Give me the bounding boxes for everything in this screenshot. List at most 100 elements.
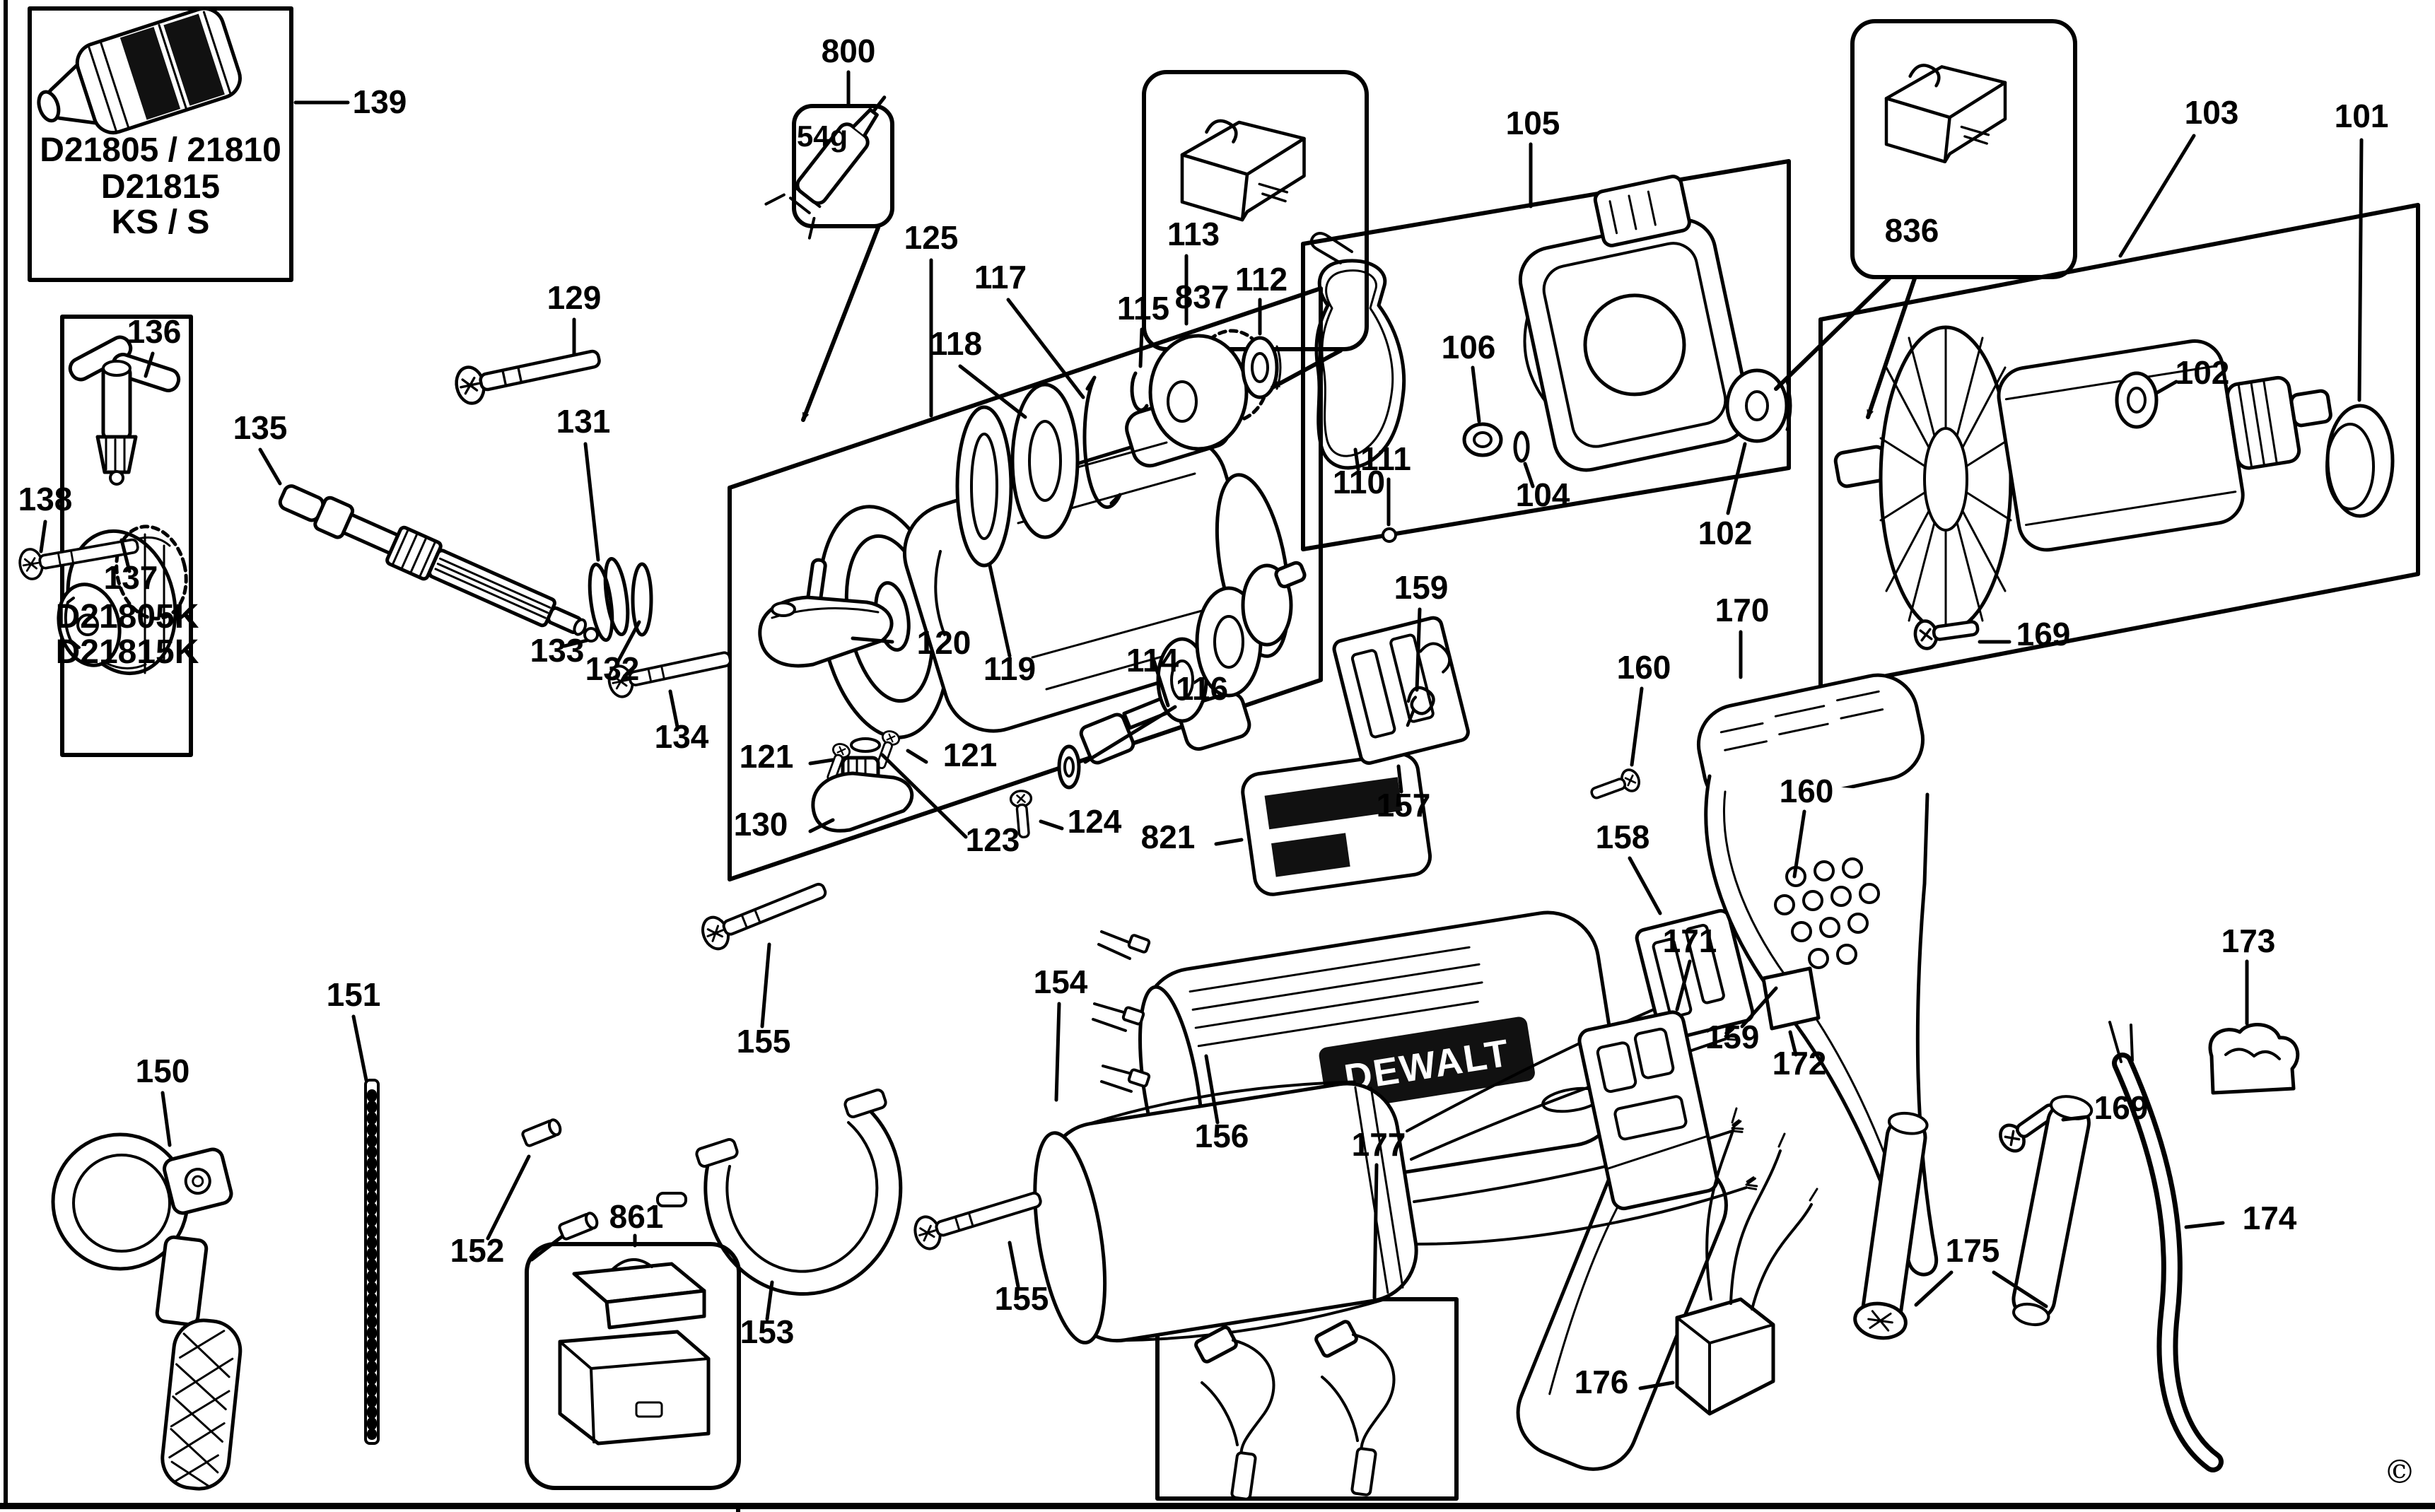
leader-114-0 [1149, 650, 1170, 708]
callout-172: 172 [1773, 1045, 1827, 1082]
leader-156-0 [1204, 1054, 1220, 1125]
arrow-800-0 [801, 225, 880, 422]
leader-158-0 [1628, 856, 1662, 915]
leader-121-0 [808, 758, 835, 766]
ball-111 [1382, 527, 1397, 543]
housing-terminals [1092, 930, 1151, 1093]
keyed-chuck-drawing [57, 524, 188, 676]
leader-153-0 [765, 1280, 774, 1321]
callout-102: 102 [1698, 515, 1753, 551]
leader-106-0 [1471, 365, 1481, 423]
callout-160: 160 [1780, 773, 1834, 809]
grease-tube-drawing [764, 95, 887, 240]
leader-171-0 [1675, 959, 1692, 1012]
callout-158: 158 [1596, 819, 1650, 855]
callout-169: 169 [2094, 1089, 2149, 1126]
leader-130-0 [808, 818, 835, 833]
leader-116-0 [1083, 705, 1177, 764]
pin-152-a [520, 1116, 564, 1149]
callout-177: 177 [1352, 1126, 1406, 1163]
leader-176-0 [1638, 1381, 1675, 1390]
field-case-drawing [1518, 175, 1751, 472]
leader-132-0 [616, 620, 641, 664]
armature-box-103 [1818, 203, 2420, 691]
callout-160: 160 [1617, 649, 1671, 686]
washer-116 [1057, 744, 1081, 790]
callout-176: 176 [1575, 1364, 1629, 1400]
ring-101 [2325, 404, 2395, 518]
leader-110-0 [1353, 447, 1360, 471]
leader-124-0 [1039, 819, 1064, 831]
callout-136: 136 [127, 313, 182, 350]
callout-173: 173 [2221, 922, 2276, 959]
brush-lead-b [1314, 1320, 1396, 1496]
callout-155: 155 [995, 1280, 1049, 1317]
depth-rod-151 [364, 1079, 380, 1445]
callout-103: 103 [2185, 94, 2239, 131]
leader-134-0 [668, 689, 679, 729]
o-ring-104 [1513, 430, 1530, 463]
brush-box-836 [1850, 19, 2077, 279]
bearing-102-front [1725, 368, 1792, 443]
switch-176-drawing [1675, 1107, 1818, 1416]
circlip-117 [1082, 375, 1122, 509]
callout-170: 170 [1715, 592, 1770, 628]
callout-112: 112 [1235, 261, 1287, 298]
callout-125: 125 [904, 219, 959, 256]
bearing-118 [1010, 382, 1080, 539]
armature-drawing [1833, 325, 2332, 633]
callout-113: 113 [1167, 216, 1220, 252]
brush-holder-sketch-836 [1886, 65, 2005, 161]
callout-134: 134 [655, 718, 709, 755]
kitbox-box-861 [525, 1242, 741, 1490]
figure-boxes [28, 6, 2420, 1501]
felt-ring-119 [955, 405, 1013, 568]
leader-138-0 [39, 520, 47, 553]
spring-washers-131 [588, 556, 630, 643]
cord-guard-175-a [1853, 1111, 1929, 1340]
leader-169-0 [2061, 1115, 2089, 1122]
callout-D21805 / 21810: D21805 / 21810 [40, 131, 281, 169]
callout-137: 137 [104, 559, 158, 596]
chuck-key-drawing [68, 335, 181, 486]
chuck-variant-box [28, 6, 293, 282]
leader-159-0 [1415, 607, 1422, 692]
callout-129: 129 [547, 279, 602, 316]
gear-113 [1148, 329, 1271, 451]
screw-155-top [696, 872, 832, 954]
callout-132: 132 [585, 650, 640, 687]
leader-104-0 [1523, 462, 1535, 488]
callout-D21815K: D21815K [56, 633, 199, 671]
callout-D21815: D21815 [101, 168, 220, 206]
leader-174-0 [2184, 1221, 2225, 1229]
callout-KS / S: KS / S [112, 204, 210, 241]
circlip-115 [1130, 371, 1149, 412]
leader-160-0 [1630, 686, 1644, 767]
shaft-114-drawing [1057, 561, 1307, 790]
warning-label-821 [1241, 752, 1432, 896]
callout-861: 861 [609, 1198, 664, 1235]
leader-117-0 [1006, 298, 1085, 399]
leader-157-0 [1396, 764, 1403, 794]
leader-155-0 [760, 942, 771, 1028]
callout-151: 151 [327, 976, 381, 1013]
arrow-837-0 [1271, 348, 1343, 389]
screw-155-bottom [910, 1181, 1046, 1253]
callout-119: 119 [983, 650, 1036, 687]
armature-fan [1879, 325, 2013, 633]
leader-172-0 [1788, 1030, 1798, 1057]
brush-holder-157 [1332, 616, 1470, 765]
leader-123-0 [880, 753, 968, 839]
callout-821: 821 [1141, 819, 1196, 855]
callout-120: 120 [917, 624, 971, 661]
leader-175-0 [1914, 1270, 1954, 1307]
callout-153: 153 [740, 1313, 795, 1350]
spindle-drawing [278, 484, 588, 636]
field-lead-wires [1406, 978, 1759, 1246]
callout-157: 157 [1377, 787, 1431, 824]
arrow-836-0 [1774, 276, 1891, 391]
leader-150-0 [160, 1091, 172, 1147]
cord-clamp-173 [2208, 1023, 2300, 1095]
callout-131: 131 [556, 403, 611, 440]
